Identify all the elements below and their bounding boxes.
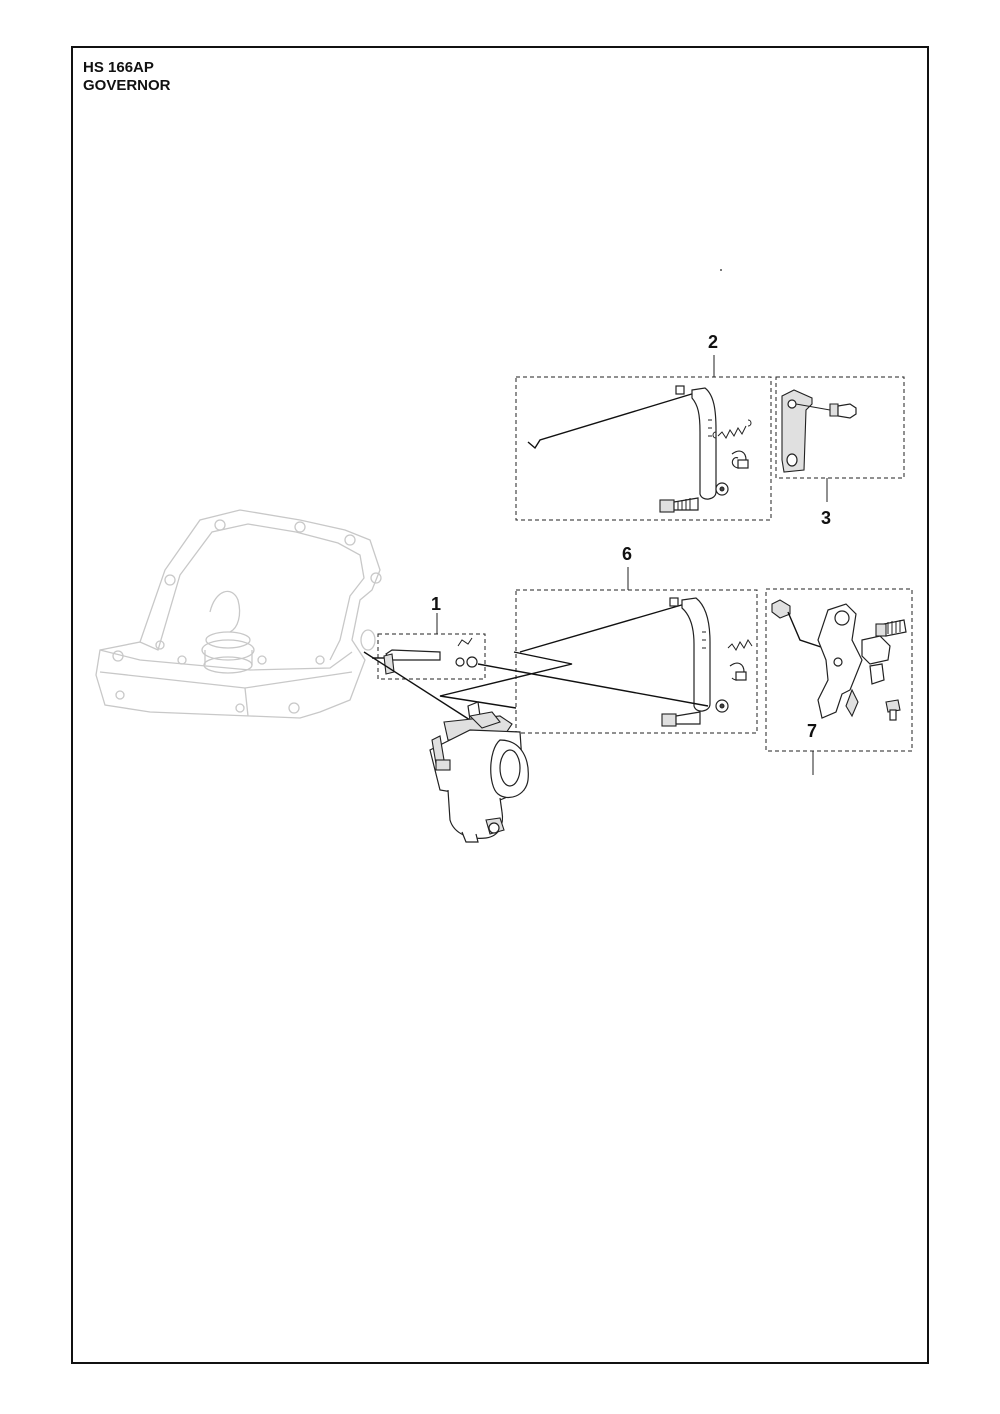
model-label: HS 166AP [83,59,154,76]
page-title: HS 166AP GOVERNOR [83,59,171,95]
callout-2: 2 [708,332,719,352]
screw-illustration [659,482,729,513]
part-box-7 [765,588,913,752]
callout-3: 3 [821,508,832,528]
page-frame [71,46,929,1364]
engine-housing-illustration [95,509,382,719]
spring-illustration [712,269,752,439]
clip-illustration [731,450,749,469]
part-box-1 [377,633,486,680]
governor-shaft-illustration [383,637,478,675]
part-box-2 [515,376,772,521]
throttle-control-illustration [771,599,907,721]
governor-rod-illustration [527,385,717,500]
part-box-6 [515,589,758,734]
carburetor-illustration [429,701,529,843]
section-label: GOVERNOR [83,77,171,94]
callout-7: 7 [807,721,818,741]
linkage-wire [363,651,709,721]
bracket-illustration [781,389,857,473]
callout-6: 6 [622,544,633,564]
part-box-3 [775,376,905,479]
governor-lever-illustration [519,597,753,727]
callout-1: 1 [431,594,442,614]
